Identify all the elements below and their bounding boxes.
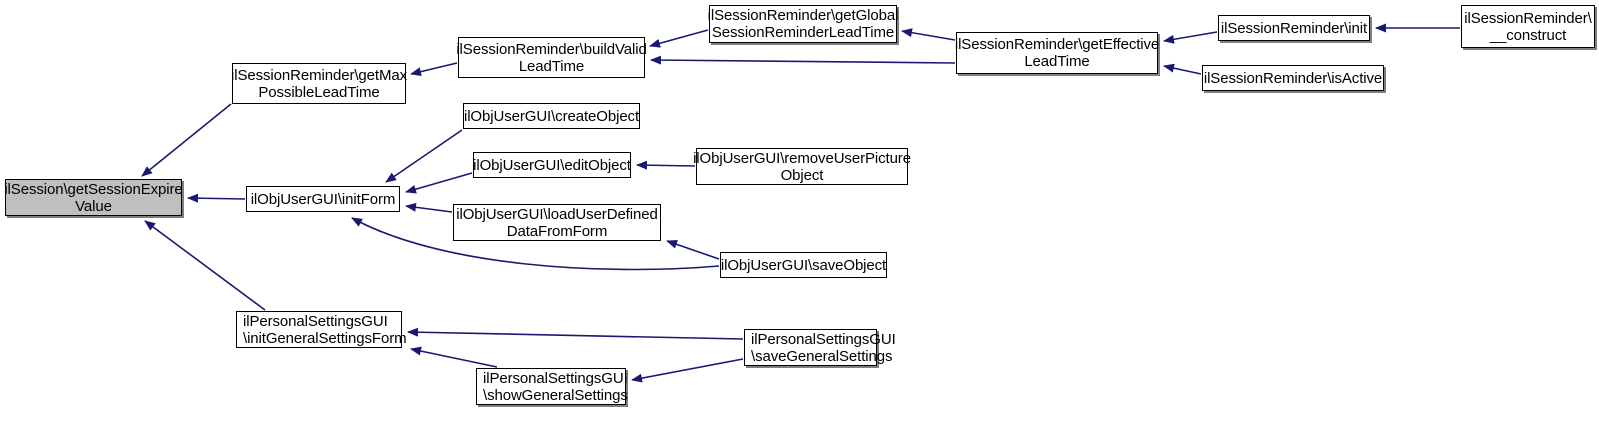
node-savegeneralsettings[interactable]: ilPersonalSettingsGUI \saveGeneralSettin…	[744, 329, 896, 366]
node-initform[interactable]: ilObjUserGUI\initForm	[246, 186, 400, 212]
node-line: ilPersonalSettingsGUI	[243, 312, 388, 330]
node-line: ilSessionReminder\isActive	[1203, 69, 1383, 87]
node-line: PossibleLeadTime	[258, 83, 380, 101]
node-line: ilObjUserGUI\loadUserDefined	[456, 205, 658, 223]
node-saveobject[interactable]: ilObjUserGUI\saveObject	[720, 252, 887, 278]
node-line: DataFromForm	[506, 222, 608, 240]
node-line: ilObjUserGUI\editObject	[473, 156, 631, 174]
node-createobject[interactable]: ilObjUserGUI\createObject	[463, 103, 640, 129]
node-getglobalsessionreminderleadtime[interactable]: ilSessionReminder\getGlobal SessionRemin…	[707, 5, 899, 43]
node-construct[interactable]: ilSessionReminder\ __construct	[1461, 5, 1595, 48]
edge-buildvalid-to-getmax	[410, 62, 458, 77]
node-getmaxpossibleleadtime[interactable]: ilSessionReminder\getMax PossibleLeadTim…	[231, 63, 408, 104]
node-line: ilObjUserGUI\saveObject	[720, 256, 887, 274]
edge-geteffective-to-buildvalid	[650, 55, 956, 65]
node-initgeneralsettingsform[interactable]: ilPersonalSettingsGUI \initGeneralSettin…	[236, 311, 407, 348]
node-line: ilSessionReminder\	[1464, 9, 1592, 27]
node-line: \initGeneralSettingsForm	[243, 329, 407, 347]
edge-init-to-geteffective	[1163, 31, 1218, 44]
node-line: ilSessionReminder\getGlobal	[707, 7, 899, 24]
node-line: Object	[780, 166, 824, 184]
node-buildvalidleadtime[interactable]: ilSessionReminder\buildValid LeadTime	[456, 37, 647, 78]
node-line: Value	[75, 197, 112, 215]
node-line: ilSessionReminder\buildValid	[456, 40, 647, 58]
edge-editobject-to-initform	[405, 172, 473, 194]
edge-initform-to-getsessionexpire	[187, 193, 246, 203]
edge-showgeneralsettings-to-initgeneralsettings	[410, 346, 498, 368]
node-line: ilPersonalSettingsGUI	[751, 330, 896, 348]
node-getsessionexpirevalue[interactable]: ilSession\getSessionExpire Value	[4, 179, 183, 216]
edge-saveobject-to-initform	[351, 217, 720, 271]
edge-loaduserdefined-to-initform	[405, 202, 453, 213]
node-showgeneralsettings[interactable]: ilPersonalSettingsGUI \showGeneralSettin…	[476, 368, 628, 405]
node-geteffectiveleadtime[interactable]: ilSessionReminder\getEffective LeadTime	[954, 32, 1160, 74]
edge-isactive-to-geteffective	[1163, 63, 1202, 75]
node-line: LeadTime	[518, 57, 585, 75]
node-line: ilSession\getSessionExpire	[4, 180, 183, 198]
node-line: ilSessionReminder\getEffective	[954, 36, 1160, 53]
node-line: ilObjUserGUI\initForm	[250, 190, 396, 208]
edge-savegeneralsettings-to-initgeneralsettings	[407, 327, 744, 340]
edge-removeuserpicture-to-editobject	[636, 160, 696, 170]
node-loaduserdefineddatafromform[interactable]: ilObjUserGUI\loadUserDefined DataFromFor…	[453, 204, 661, 241]
node-line: ilSessionReminder\getMax	[231, 66, 408, 84]
node-init[interactable]: ilSessionReminder\init	[1218, 15, 1370, 41]
node-line: \showGeneralSettings	[483, 386, 628, 404]
node-removeuserpictureobject[interactable]: ilObjUserGUI\removeUserPicture Object	[693, 148, 911, 185]
node-line: ilObjUserGUI\removeUserPicture	[693, 149, 911, 167]
node-line: ilSessionReminder\init	[1220, 19, 1368, 37]
node-line: SessionReminderLeadTime	[711, 24, 895, 41]
node-line: \saveGeneralSettings	[751, 347, 893, 365]
edge-geteffective-to-getglobal	[901, 28, 956, 41]
node-isactive[interactable]: ilSessionReminder\isActive	[1202, 65, 1384, 91]
node-editobject[interactable]: ilObjUserGUI\editObject	[473, 152, 631, 178]
edge-getmax-to-getsessionexpire	[141, 103, 232, 177]
edge-saveobject-to-loaduserdefined	[666, 240, 720, 260]
edge-createobject-to-initform	[385, 129, 463, 183]
edge-getglobal-to-buildvalid	[649, 29, 709, 48]
node-line: ilPersonalSettingsGUI	[483, 369, 628, 387]
node-line: LeadTime	[1024, 53, 1090, 70]
edge-initgeneralsettings-to-getsessionexpire	[144, 220, 266, 311]
node-line: __construct	[1489, 26, 1567, 44]
edge-savegeneralsettings-to-showgeneralsettings	[631, 358, 744, 383]
node-line: ilObjUserGUI\createObject	[463, 107, 640, 125]
